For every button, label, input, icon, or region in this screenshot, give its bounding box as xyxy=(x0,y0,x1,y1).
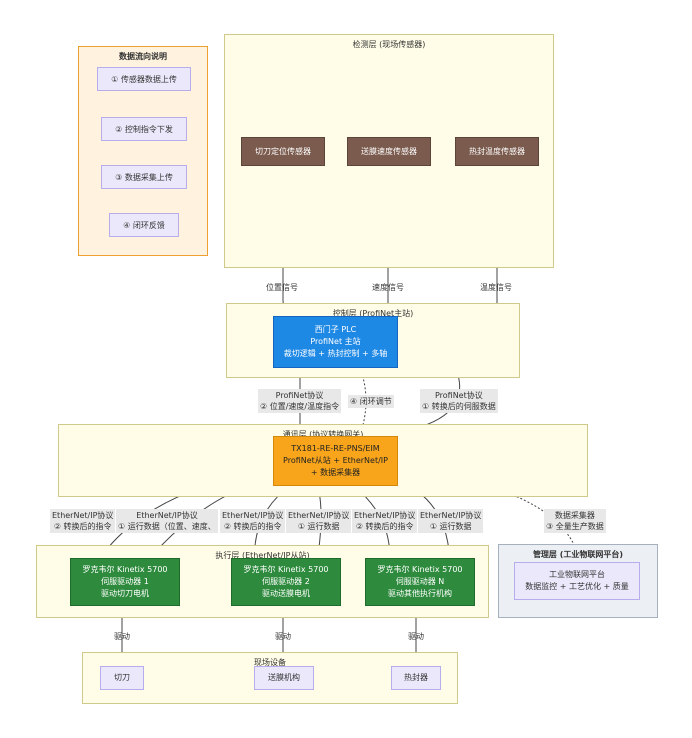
servo-drive-2-line-1: 罗克韦尔 Kinetix 5700 xyxy=(243,565,329,574)
edge-label-d2-down-line-1: EtherNet/IP协议 xyxy=(222,511,284,520)
sensor-seal-temp-label: 热封温度传感器 xyxy=(469,146,525,156)
edge-label-drive-2: 驱动 xyxy=(275,632,291,641)
servo-drive-n-line-2: 伺服驱动器 N xyxy=(395,577,445,586)
sensor-seal-temp: 热封温度传感器 xyxy=(455,137,539,166)
edge-label-d2-up-line-2: ① 运行数据 xyxy=(297,522,340,531)
iot-platform-line-2: 数据监控 + 工艺优化 + 质量 xyxy=(525,582,629,591)
servo-drive-2-line-2: 伺服驱动器 2 xyxy=(262,577,310,586)
edge-label-mgmt-line-1: 数据采集器 xyxy=(554,511,595,520)
edge-label-d1-down: EtherNet/IP协议 ② 转换后的指令 xyxy=(50,509,116,533)
gateway-line-1: TX181-RE-RE-PNS/EIM xyxy=(291,444,380,453)
edge-label-plc-gw-line-1: ProfiNet协议 xyxy=(275,391,324,400)
legend-title: 数据流向说明 xyxy=(119,52,167,61)
edge-label-mgmt: 数据采集器 ③ 全量生产数据 xyxy=(544,509,606,533)
edge-label-d2-up: EtherNet/IP协议 ① 运行数据 xyxy=(286,509,352,533)
edge-label-d3-down: EtherNet/IP协议 ② 转换后的指令 xyxy=(352,509,418,533)
servo-drive-1-line-2: 伺服驱动器 1 xyxy=(101,577,149,586)
sensor-cutter-position: 切刀定位传感器 xyxy=(241,137,325,166)
edge-label-temp: 温度信号 xyxy=(480,283,512,292)
edge-label-gw-plc-line-1: ProfiNet协议 xyxy=(434,391,483,400)
detect-layer-title: 检测层 (现场传感器) xyxy=(352,40,426,49)
edge-label-gw-plc: ProfiNet协议 ① 转换后的伺服数据 xyxy=(420,389,498,413)
edge-label-drive-3: 驱动 xyxy=(408,632,424,641)
device-film-feeder-label: 送膜机构 xyxy=(268,673,300,682)
edge-label-d1-up-line-2: ① 运行数据（位置、速度、 xyxy=(118,522,216,531)
servo-drive-1-line-3: 驱动切刀电机 xyxy=(101,589,149,598)
plc-master-node: 西门子 PLC ProfiNet 主站 裁切逻辑 + 热封控制 + 多轴 xyxy=(273,316,398,368)
servo-drive-n-line-1: 罗克韦尔 Kinetix 5700 xyxy=(377,565,463,574)
edge-label-loop: ④ 闭环调节 xyxy=(348,395,394,408)
servo-drive-1-line-1: 罗克韦尔 Kinetix 5700 xyxy=(82,565,168,574)
sensor-film-speed: 送膜速度传感器 xyxy=(347,137,431,166)
edge-label-d3-up: EtherNet/IP协议 ① 运行数据 xyxy=(418,509,484,533)
edge-label-d1-up-line-1: EtherNet/IP协议 xyxy=(136,511,198,520)
field-devices-title: 现场设备 xyxy=(254,658,286,667)
plc-line-1: 西门子 PLC xyxy=(314,325,357,334)
servo-drive-2-line-3: 驱动送膜电机 xyxy=(262,589,310,598)
edge-label-d2-down-line-2: ② 转换后的指令 xyxy=(223,522,282,531)
edge-label-d1-down-line-1: EtherNet/IP协议 xyxy=(52,511,114,520)
servo-drive-1: 罗克韦尔 Kinetix 5700 伺服驱动器 1 驱动切刀电机 xyxy=(70,558,180,606)
edge-label-plc-gw: ProfiNet协议 ② 位置/速度/温度指令 xyxy=(258,389,342,413)
edge-label-drive-1: 驱动 xyxy=(114,632,130,641)
edge-label-d2-up-line-1: EtherNet/IP协议 xyxy=(288,511,350,520)
iot-platform-line-1: 工业物联网平台 xyxy=(549,570,605,579)
edge-label-d3-down-line-1: EtherNet/IP协议 xyxy=(354,511,416,520)
plc-line-2: ProfiNet 主站 xyxy=(310,337,361,346)
edge-label-d2-down: EtherNet/IP协议 ② 转换后的指令 xyxy=(220,509,286,533)
legend-item-sensor-upload: ① 传感器数据上传 xyxy=(97,67,191,91)
edge-label-d1-down-line-2: ② 转换后的指令 xyxy=(53,522,112,531)
legend-item-data-collect: ③ 数据采集上传 xyxy=(101,165,187,189)
device-film-feeder: 送膜机构 xyxy=(254,666,314,690)
servo-drive-n-line-3: 驱动其他执行机构 xyxy=(388,589,452,598)
edge-label-gw-plc-line-2: ① 转换后的伺服数据 xyxy=(422,402,496,411)
exec-layer-title: 执行层 (EtherNet/IP从站) xyxy=(215,551,310,560)
edge-label-speed: 速度信号 xyxy=(372,283,404,292)
device-cutter-label: 切刀 xyxy=(114,673,130,682)
edge-label-d3-up-line-1: EtherNet/IP协议 xyxy=(420,511,482,520)
legend-item-control-down: ② 控制指令下发 xyxy=(101,117,187,141)
comm-layer-title: 通讯层 (协议转换网关) xyxy=(282,430,364,439)
mgmt-layer-title: 管理层 (工业物联网平台) xyxy=(532,550,624,559)
edge-mgmt xyxy=(395,469,582,561)
gateway-line-2: ProfiNet从站 + EtherNet/IP xyxy=(283,456,388,465)
legend-item-closed-loop: ④ 闭环反馈 xyxy=(109,213,179,237)
iot-platform-node: 工业物联网平台 数据监控 + 工艺优化 + 质量 xyxy=(514,562,640,600)
sensor-film-speed-label: 送膜速度传感器 xyxy=(361,146,417,156)
servo-drive-n: 罗克韦尔 Kinetix 5700 伺服驱动器 N 驱动其他执行机构 xyxy=(365,558,475,606)
edge-label-plc-gw-line-2: ② 位置/速度/温度指令 xyxy=(260,402,340,411)
control-layer-title: 控制层 (ProfiNet主站) xyxy=(332,309,414,318)
device-heat-sealer-label: 热封器 xyxy=(404,673,428,682)
device-heat-sealer: 热封器 xyxy=(391,666,441,690)
gateway-line-3: + 数据采集器 xyxy=(310,468,361,477)
legend-panel: 数据流向说明 ① 传感器数据上传 ② 控制指令下发 ③ 数据采集上传 ④ 闭环反… xyxy=(78,46,208,256)
edge-label-mgmt-line-2: ③ 全量生产数据 xyxy=(546,522,604,531)
servo-drive-2: 罗克韦尔 Kinetix 5700 伺服驱动器 2 驱动送膜电机 xyxy=(231,558,341,606)
sensor-cutter-position-label: 切刀定位传感器 xyxy=(255,146,311,156)
edge-label-d1-up: EtherNet/IP协议 ① 运行数据（位置、速度、 xyxy=(116,509,218,533)
edge-label-d3-down-line-2: ② 转换后的指令 xyxy=(355,522,414,531)
edge-label-position: 位置信号 xyxy=(266,283,298,292)
plc-line-3: 裁切逻辑 + 热封控制 + 多轴 xyxy=(283,349,388,358)
device-cutter: 切刀 xyxy=(100,666,144,690)
edge-label-d3-up-line-2: ① 运行数据 xyxy=(429,522,472,531)
gateway-node: TX181-RE-RE-PNS/EIM ProfiNet从站 + EtherNe… xyxy=(273,436,398,486)
